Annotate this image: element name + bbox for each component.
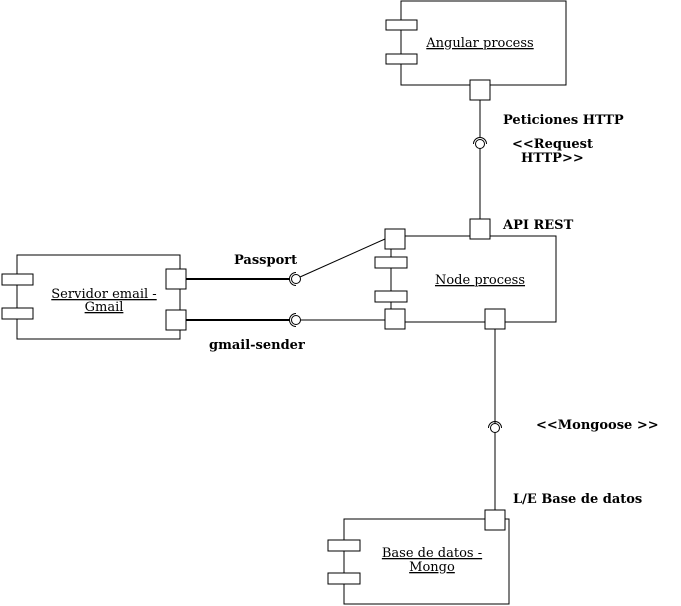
request-http-stereotype-line2: HTTP>> <box>521 151 584 166</box>
node-mongo-port[interactable] <box>484 308 506 330</box>
node-gmail-port[interactable] <box>384 308 406 330</box>
database-port[interactable] <box>484 509 506 531</box>
mongoose-ball <box>490 423 500 433</box>
email-component-tab-bottom <box>1 307 34 320</box>
api-rest-port[interactable] <box>469 218 491 240</box>
node-process-label: Node process <box>435 273 525 288</box>
gmail-sender-label: gmail-sender <box>209 338 305 353</box>
api-rest-label: API REST <box>502 218 574 233</box>
angular-process-label: Angular process <box>425 36 533 51</box>
node-passport-port[interactable] <box>384 228 406 250</box>
database-label-line1: Base de datos - <box>382 546 482 561</box>
angular-process-box <box>400 0 567 86</box>
email-server-label-line2: Gmail <box>85 300 124 315</box>
http-request-ball <box>475 139 485 149</box>
angular-component-tab-top <box>385 19 418 31</box>
http-request-socket <box>473 137 487 145</box>
passport-socket <box>289 272 297 286</box>
email-gmail-port[interactable] <box>165 309 187 331</box>
peticiones-http-label: Peticiones HTTP <box>503 113 624 128</box>
node-component-tab-top <box>374 256 408 269</box>
node-component-tab-bottom <box>374 290 408 303</box>
passport-ball <box>291 274 301 284</box>
request-http-stereotype-line1: <<Request <box>512 137 593 152</box>
database-box <box>343 518 510 605</box>
email-server-component[interactable]: Servidor email - Gmail <box>1 254 181 340</box>
gmail-sender-ball <box>291 315 301 325</box>
database-component-tab-bottom <box>327 572 361 585</box>
email-passport-port[interactable] <box>165 268 187 290</box>
angular-http-port[interactable] <box>469 79 491 101</box>
passport-connector-node <box>299 238 386 278</box>
mongoose-stereotype-label: <<Mongoose >> <box>536 418 659 433</box>
angular-process-component[interactable]: Angular process <box>385 0 567 86</box>
passport-label: Passport <box>234 253 297 268</box>
database-label-line2: Mongo <box>409 560 455 575</box>
mongoose-socket <box>488 421 502 429</box>
email-component-tab-top <box>1 273 34 286</box>
le-base-datos-label: L/E Base de datos <box>513 492 642 507</box>
email-server-box <box>16 254 181 340</box>
gmail-sender-socket <box>289 313 297 327</box>
angular-component-tab-bottom <box>385 53 418 65</box>
database-component-tab-top <box>327 539 361 552</box>
email-server-label-line1: Servidor email - <box>51 287 156 302</box>
database-component[interactable]: Base de datos - Mongo <box>327 518 510 605</box>
